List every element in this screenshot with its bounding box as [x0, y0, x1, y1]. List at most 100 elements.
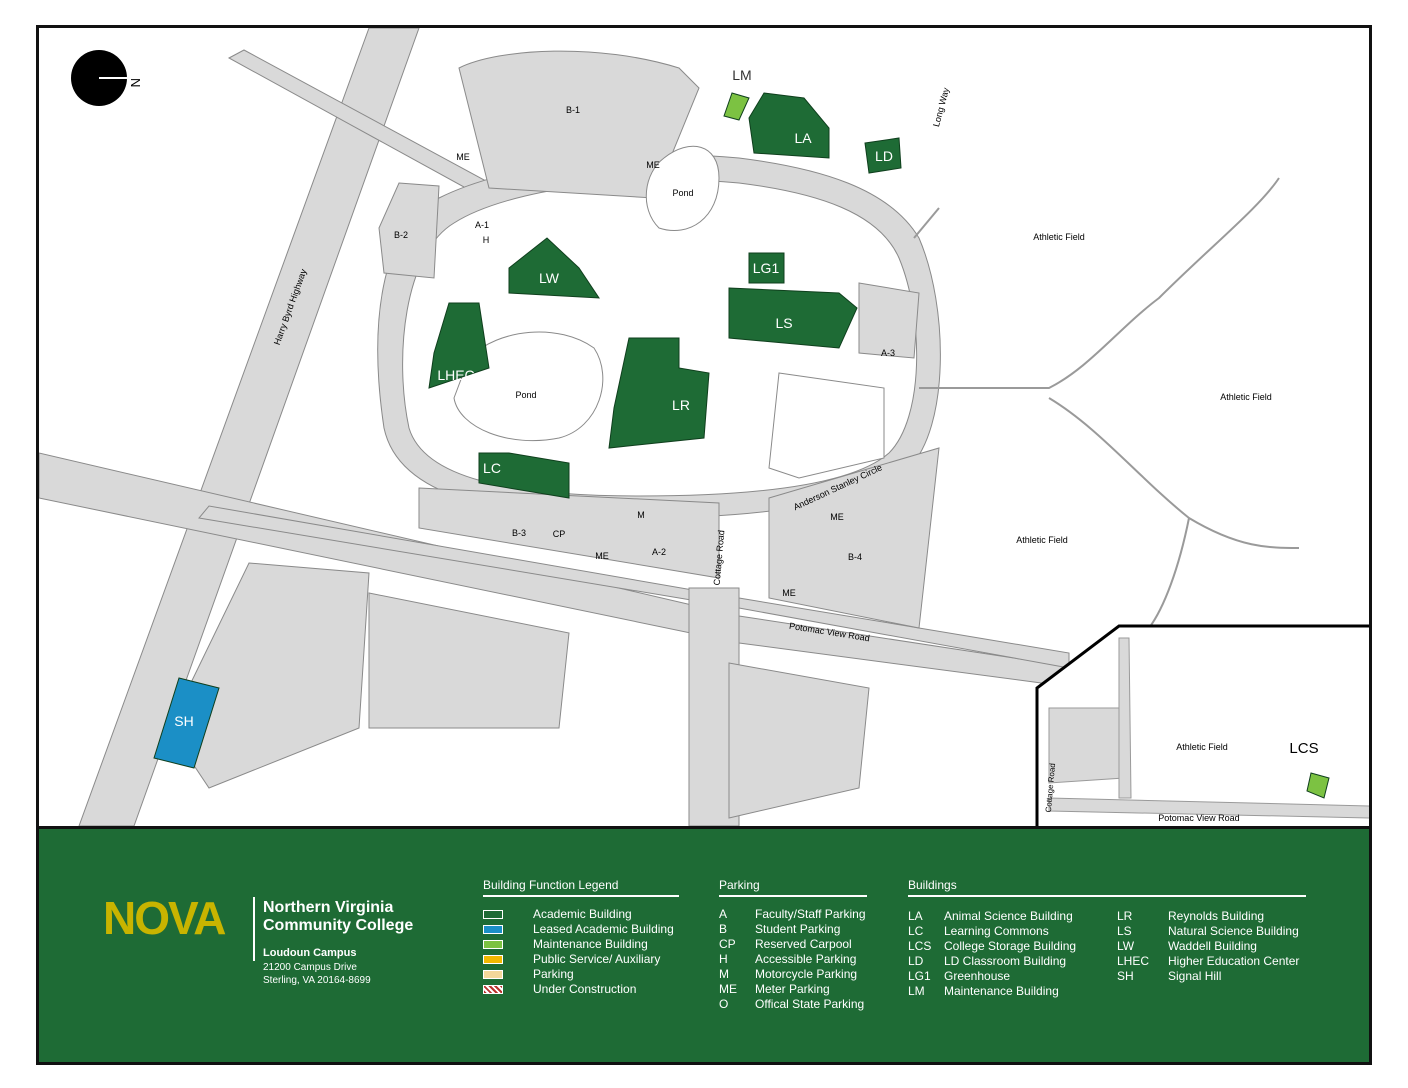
pond-east — [645, 145, 720, 232]
label-ls: LS — [775, 315, 792, 331]
label-lr: LR — [672, 397, 690, 413]
parking-label: Motorcycle Parking — [755, 967, 858, 981]
campus-map[interactable]: LA LD LW LG1 LS LHEC LR LC SH LM Pond Po… — [39, 28, 1369, 826]
building-code: LS — [1117, 924, 1132, 938]
label-b3: B-3 — [512, 528, 526, 538]
label-me-1: ME — [456, 152, 470, 162]
label-cp: CP — [553, 529, 566, 539]
harry-byrd-highway — [78, 28, 420, 826]
parking-code: O — [719, 997, 729, 1011]
buildings-title: Buildings — [908, 878, 957, 892]
building-ls[interactable] — [728, 287, 858, 349]
parking-southeast — [728, 662, 870, 819]
label-lg1: LG1 — [753, 260, 780, 276]
building-la[interactable] — [748, 92, 830, 159]
logo-divider — [253, 897, 255, 961]
parking-code: ME — [719, 982, 737, 996]
building-code: LHEC — [1117, 954, 1150, 968]
parking-label: Accessible Parking — [755, 952, 857, 966]
label-pond-east: Pond — [672, 188, 693, 198]
label-b2: B-2 — [394, 230, 408, 240]
building-code: SH — [1117, 969, 1134, 983]
parking-label: Meter Parking — [755, 982, 830, 996]
label-b4: B-4 — [848, 552, 862, 562]
center-building-block — [768, 372, 885, 479]
buildings-rule — [908, 895, 1306, 897]
parking-b1 — [458, 50, 700, 199]
label-pond-west: Pond — [515, 390, 536, 400]
campus-map-frame: LA LD LW LG1 LS LHEC LR LC SH LM Pond Po… — [36, 25, 1372, 1065]
buildings-labels-2: Reynolds Building Natural Science Buildi… — [1168, 909, 1299, 984]
building-lm[interactable] — [723, 92, 750, 121]
legend-title: Building Function Legend — [483, 878, 619, 892]
buildings-codes-1: LA LC LCS LD LG1 LM — [908, 909, 944, 999]
parking-south — [368, 592, 570, 729]
buildings-codes-2: LR LS LW LHEC SH — [1117, 909, 1167, 984]
inset-map: LCS Athletic Field Potomac View Road Cot… — [1035, 624, 1369, 826]
label-cottage: Cottage Road — [712, 530, 727, 586]
building-lw[interactable] — [508, 237, 600, 299]
building-code: LR — [1117, 909, 1133, 923]
parking-rule — [719, 895, 867, 897]
parking-code: CP — [719, 937, 736, 951]
label-ld: LD — [875, 148, 893, 164]
label-a1: A-1 — [475, 220, 489, 230]
building-code: LC — [908, 924, 924, 938]
label-lw: LW — [539, 270, 560, 286]
address-line2: Sterling, VA 20164-8699 — [263, 975, 371, 986]
label-potomac-inset: Potomac View Road — [1158, 813, 1239, 823]
parking-labels: Faculty/Staff Parking Student Parking Re… — [755, 907, 866, 1012]
building-name: College Storage Building — [944, 939, 1077, 953]
label-me-3: ME — [595, 551, 609, 561]
building-name: Greenhouse — [944, 969, 1011, 983]
parking-title: Parking — [719, 878, 760, 892]
parking-label: Student Parking — [755, 922, 841, 936]
building-name: Higher Education Center — [1168, 954, 1300, 968]
parking-code: M — [719, 967, 729, 981]
label-athletic-inset: Athletic Field — [1176, 742, 1228, 752]
north-compass-icon: N — [71, 50, 143, 106]
legend-rule — [483, 895, 679, 897]
label-b1: B-1 — [566, 105, 580, 115]
parking-a3 — [858, 282, 920, 359]
building-ld[interactable] — [864, 137, 902, 174]
parking-b4 — [768, 447, 940, 629]
building-code: LD — [908, 954, 924, 968]
building-lc[interactable] — [478, 452, 570, 499]
label-cottage-inset: Cottage Road — [1044, 763, 1057, 813]
building-lg1[interactable] — [748, 252, 785, 284]
parking-label: Faculty/Staff Parking — [755, 907, 866, 921]
building-code: LCS — [908, 939, 932, 953]
building-sh[interactable] — [153, 677, 220, 769]
cottage-road — [688, 587, 740, 826]
label-a2: A-2 — [652, 547, 666, 557]
building-name: Waddell Building — [1168, 939, 1257, 953]
label-h: H — [483, 235, 490, 245]
label-me-5: ME — [830, 512, 844, 522]
building-code: LM — [908, 984, 925, 998]
label-lcs: LCS — [1289, 740, 1318, 757]
building-lr[interactable] — [608, 337, 710, 449]
buildings-labels-1: Animal Science Building Learning Commons… — [944, 909, 1076, 999]
parking-codes: A B CP H M ME O — [719, 907, 755, 1012]
parking-code: B — [719, 922, 728, 936]
building-name: Animal Science Building — [944, 909, 1073, 923]
label-lhec: LHEC — [437, 367, 474, 383]
building-code: LG1 — [908, 969, 931, 983]
building-name: Maintenance Building — [944, 984, 1059, 998]
building-lcs[interactable] — [1306, 772, 1330, 799]
compass-letter: N — [128, 78, 143, 87]
building-name: Learning Commons — [944, 924, 1049, 938]
parking-label: Offical State Parking — [755, 997, 865, 1011]
building-code: LW — [1117, 939, 1135, 953]
building-name: LD Classroom Building — [944, 954, 1067, 968]
label-lm: LM — [732, 67, 751, 83]
parking-b3 — [418, 487, 720, 579]
label-long-way: Long Way — [931, 86, 951, 128]
label-me-4: ME — [782, 588, 796, 598]
college-name-line1: Northern Virginia — [263, 899, 394, 916]
map-footer: NOVA Northern Virginia Community College… — [39, 826, 1369, 1062]
building-name: Reynolds Building — [1168, 909, 1265, 923]
label-la: LA — [794, 130, 812, 146]
building-lhec[interactable] — [428, 302, 490, 389]
